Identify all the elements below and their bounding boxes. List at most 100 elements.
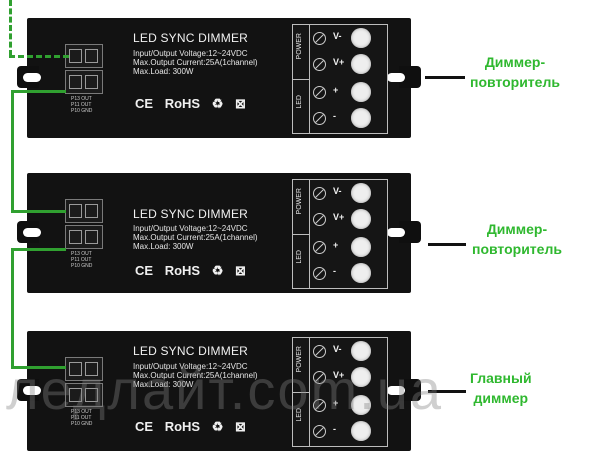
terminal-minus-label: - bbox=[333, 111, 336, 121]
rj-port-in[interactable] bbox=[65, 199, 103, 223]
spec-current: Max.Output Current:25A(1channel) bbox=[133, 58, 258, 67]
recycle-icon: ♻ bbox=[211, 419, 224, 434]
caption-top-line2: повторитель bbox=[470, 74, 560, 90]
caption-middle: Диммер- повторитель bbox=[472, 219, 562, 259]
screw-icon bbox=[313, 425, 326, 438]
mount-slot-right bbox=[387, 386, 405, 395]
rohs-mark: RoHS bbox=[164, 96, 201, 111]
caption-middle-line1: Диммер- bbox=[486, 221, 548, 237]
caption-bottom-line2: диммер bbox=[473, 390, 529, 406]
terminal-vplus-label: V+ bbox=[333, 212, 345, 222]
screw-icon bbox=[313, 399, 326, 412]
terminal-vplus-label: V+ bbox=[333, 57, 345, 67]
terminal-screw-vminus[interactable] bbox=[351, 28, 371, 48]
ce-mark: CE bbox=[135, 419, 154, 434]
screw-icon bbox=[313, 213, 326, 226]
terminal-screw-vminus[interactable] bbox=[351, 341, 371, 361]
terminal-screw-plus[interactable] bbox=[351, 237, 371, 257]
terminal-screw-vminus[interactable] bbox=[351, 183, 371, 203]
terminal-minus-label: - bbox=[333, 266, 336, 276]
terminal-screw-plus[interactable] bbox=[351, 82, 371, 102]
spec-load: Max.Load: 300W bbox=[133, 380, 194, 389]
power-group: POWER bbox=[293, 338, 310, 393]
weee-icon: ⊠ bbox=[234, 96, 246, 111]
spec-voltage: Input/Output Voltage:12~24VDC bbox=[133, 224, 248, 233]
device-specs: Input/Output Voltage:12~24VDC Max.Output… bbox=[133, 362, 258, 389]
spec-load: Max.Load: 300W bbox=[133, 242, 194, 251]
mount-ear-right bbox=[399, 379, 421, 401]
screw-icon bbox=[313, 371, 326, 384]
spec-load: Max.Load: 300W bbox=[133, 67, 194, 76]
led-group: LED bbox=[293, 234, 310, 288]
ce-mark: CE bbox=[135, 263, 154, 278]
rj-port-in[interactable] bbox=[65, 44, 103, 68]
rj-port-out[interactable] bbox=[65, 383, 103, 407]
sync-wire-mid-out bbox=[11, 248, 66, 251]
screw-icon bbox=[313, 345, 326, 358]
led-group: LED bbox=[293, 79, 310, 133]
leader-line-top bbox=[425, 76, 465, 79]
terminal-screw-vplus[interactable] bbox=[351, 367, 371, 387]
pin-labels: P13 OUT P11 OUT P10 GND bbox=[71, 251, 93, 269]
terminal-plus-label: + bbox=[333, 85, 339, 95]
terminal-plus-label: + bbox=[333, 240, 339, 250]
sync-wire-bottom-in bbox=[11, 366, 66, 369]
rohs-mark: RoHS bbox=[164, 419, 201, 434]
rj-port-in[interactable] bbox=[65, 357, 103, 381]
terminal-screw-plus[interactable] bbox=[351, 395, 371, 415]
led-group: LED bbox=[293, 392, 310, 446]
pin-labels: P13 OUT P11 OUT P10 GND bbox=[71, 96, 93, 114]
screw-icon bbox=[313, 86, 326, 99]
leader-line-middle bbox=[428, 243, 466, 246]
power-label: POWER bbox=[296, 188, 303, 215]
terminal-screw-vplus[interactable] bbox=[351, 209, 371, 229]
terminal-plus-label: + bbox=[333, 398, 339, 408]
sync-wire-mid-in bbox=[11, 210, 66, 213]
device-specs: Input/Output Voltage:12~24VDC Max.Output… bbox=[133, 224, 258, 251]
sync-wire-dashed-horizontal bbox=[9, 55, 69, 58]
rj-port-out[interactable] bbox=[65, 225, 103, 249]
weee-icon: ⊠ bbox=[234, 263, 246, 278]
mount-slot-left bbox=[23, 73, 41, 82]
screw-icon bbox=[313, 58, 326, 71]
certifications: CE RoHS ♻ ⊠ bbox=[135, 419, 254, 435]
watermark: ледлайт.com.ua bbox=[6, 358, 444, 421]
main-dimmer: P13 OUT P11 OUT P10 GND LED SYNC DIMMER … bbox=[17, 331, 421, 451]
terminal-block: POWER LED V- V+ + - bbox=[292, 337, 388, 447]
spec-current: Max.Output Current:25A(1channel) bbox=[133, 371, 258, 380]
device-title: LED SYNC DIMMER bbox=[133, 207, 249, 221]
terminal-block: POWER LED V- V+ + - bbox=[292, 179, 388, 289]
screw-icon bbox=[313, 32, 326, 45]
power-label: POWER bbox=[296, 33, 303, 60]
mount-slot-left bbox=[23, 386, 41, 395]
mount-ear-right bbox=[399, 66, 421, 88]
recycle-icon: ♻ bbox=[211, 96, 224, 111]
caption-bottom-line1: Главный bbox=[470, 370, 532, 386]
terminal-vminus-label: V- bbox=[333, 344, 342, 354]
recycle-icon: ♻ bbox=[211, 263, 224, 278]
weee-icon: ⊠ bbox=[234, 419, 246, 434]
mount-slot-left bbox=[23, 228, 41, 237]
certifications: CE RoHS ♻ ⊠ bbox=[135, 263, 254, 279]
led-label: LED bbox=[296, 250, 303, 264]
mount-slot-right bbox=[387, 228, 405, 237]
pin-labels: P13 OUT P11 OUT P10 GND bbox=[71, 409, 93, 427]
spec-voltage: Input/Output Voltage:12~24VDC bbox=[133, 362, 248, 371]
device-title: LED SYNC DIMMER bbox=[133, 31, 249, 45]
caption-top-line1: Диммер- bbox=[484, 54, 546, 70]
terminal-vminus-label: V- bbox=[333, 186, 342, 196]
terminal-screw-minus[interactable] bbox=[351, 421, 371, 441]
screw-icon bbox=[313, 187, 326, 200]
terminal-screw-minus[interactable] bbox=[351, 263, 371, 283]
terminal-block: POWER LED V- V+ + - bbox=[292, 24, 388, 134]
rj-port-out[interactable] bbox=[65, 70, 103, 94]
spec-current: Max.Output Current:25A(1channel) bbox=[133, 233, 258, 242]
terminal-screw-minus[interactable] bbox=[351, 108, 371, 128]
power-group: POWER bbox=[293, 25, 310, 80]
sync-wire-mid-vertical bbox=[11, 248, 14, 368]
terminal-screw-vplus[interactable] bbox=[351, 54, 371, 74]
mount-slot-right bbox=[387, 73, 405, 82]
mount-ear-right bbox=[399, 221, 421, 243]
rohs-mark: RoHS bbox=[164, 263, 201, 278]
dimmer-repeater-middle: P13 OUT P11 OUT P10 GND LED SYNC DIMMER … bbox=[17, 173, 421, 293]
